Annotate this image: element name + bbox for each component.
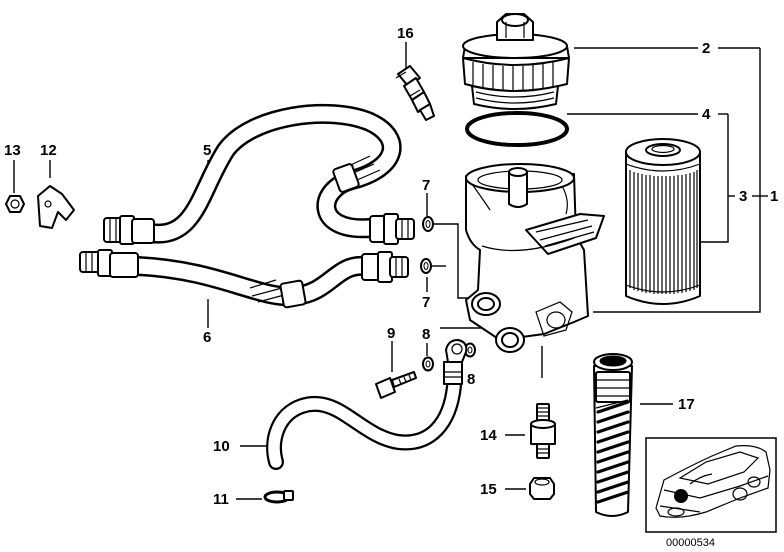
o-ring (465, 111, 569, 147)
hollow-bolt (375, 371, 417, 399)
sealing-ring-upper (422, 216, 434, 232)
callout-labels: 1 2 3 4 5 6 7 7 8 8 9 10 11 12 13 14 15 … (4, 25, 778, 549)
callout-14: 14 (480, 427, 497, 444)
oil-pressure-switch (395, 65, 435, 121)
callout-7-lower: 7 (422, 294, 430, 311)
callout-9: 9 (387, 325, 395, 342)
image-number: 00000534 (666, 537, 715, 549)
callout-7-upper: 7 (422, 177, 430, 194)
callout-13: 13 (4, 142, 21, 159)
callout-5: 5 (203, 142, 211, 159)
filter-element (625, 138, 701, 305)
callout-12: 12 (40, 142, 57, 159)
oil-filter-housing (465, 163, 605, 353)
callout-11: 11 (213, 491, 229, 508)
hex-nut (5, 195, 25, 213)
collar-nut (529, 477, 555, 500)
callout-4: 4 (702, 106, 711, 123)
hose-clamp (263, 490, 294, 504)
sealing-ring-8-left (422, 356, 434, 372)
oil-cooler-return-hose (79, 249, 409, 309)
callout-10: 10 (213, 438, 230, 455)
callout-8-left: 8 (422, 326, 430, 343)
callout-17: 17 (678, 396, 695, 413)
filter-insert-tube (593, 353, 633, 517)
callout-6: 6 (203, 329, 211, 346)
callout-1: 1 (770, 188, 778, 205)
oil-cooler-feed-hose (103, 103, 415, 245)
callout-16: 16 (397, 25, 414, 42)
stud-bolt (530, 403, 556, 459)
retaining-clip (37, 185, 75, 229)
vehicle-location-inset (645, 437, 777, 533)
callout-3: 3 (739, 188, 747, 205)
callout-8-right: 8 (467, 371, 475, 388)
callout-15: 15 (480, 481, 497, 498)
filter-cap (462, 13, 570, 110)
oil-return-hose (266, 339, 468, 470)
callout-2: 2 (702, 40, 710, 57)
sealing-ring-lower (420, 258, 432, 274)
